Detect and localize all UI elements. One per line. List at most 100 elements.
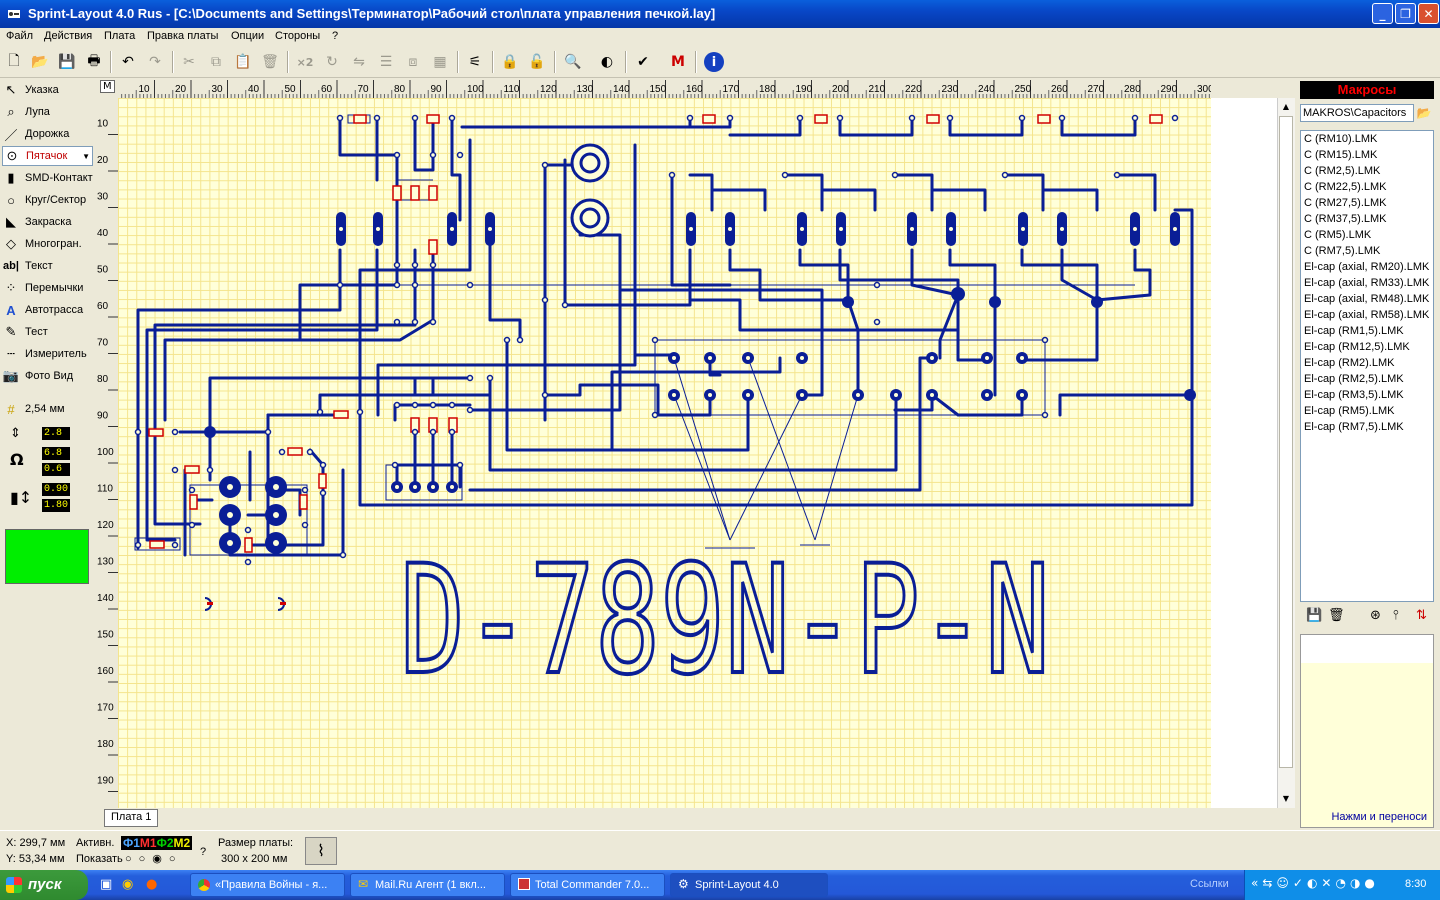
tool-polygon[interactable]: ◇Многогран. — [2, 234, 93, 254]
grid-size[interactable]: #2,54 мм — [2, 399, 93, 419]
mirror-icon[interactable]: ⇋ — [353, 54, 365, 70]
macro-list-item[interactable]: El-cap (RM7,5).LMK — [1304, 421, 1404, 433]
macro-icon[interactable]: M — [671, 54, 685, 70]
tool-test[interactable]: ✎Тест — [2, 322, 93, 342]
tool-circle[interactable]: ○Круг/Сектор — [2, 190, 93, 210]
info-icon[interactable]: i — [704, 52, 724, 72]
macro-list-item[interactable]: C (RM2,5).LMK — [1304, 165, 1381, 177]
macro-save-icon[interactable]: 💾 — [1306, 608, 1323, 623]
tool-smd[interactable]: ▮SMD-Контакт — [2, 168, 93, 188]
menu-options[interactable]: Опции — [231, 30, 265, 42]
folder-open-icon[interactable]: 📂 — [1416, 106, 1432, 120]
print-icon[interactable]: 🖶 — [87, 53, 101, 69]
contrast-icon[interactable]: ◐ — [600, 54, 614, 70]
task-total-commander[interactable]: Total Commander 7.0... — [510, 873, 665, 897]
macro-list-item[interactable]: El-cap (axial, RM58).LMK — [1304, 309, 1430, 321]
cable-icon[interactable]: ⌇ — [305, 837, 337, 865]
macro-list-item[interactable]: El-cap (RM5).LMK — [1304, 405, 1395, 417]
vertical-scrollbar[interactable]: ▲ ▼ — [1277, 98, 1295, 808]
scroll-thumb[interactable] — [1279, 116, 1293, 768]
unlock-icon[interactable]: 🔓 — [528, 54, 546, 70]
restore-button[interactable]: ❐ — [1395, 3, 1416, 24]
tool-pad[interactable]: ⊙Пятачок▼ — [2, 146, 93, 166]
tray-icons[interactable]: «⇆☺✓◐✕◔◑● — [1251, 876, 1379, 890]
macro-list-item[interactable]: C (RM5).LMK — [1304, 229, 1372, 241]
drc-icon[interactable]: ✔ — [637, 54, 649, 70]
scroll-down-icon[interactable]: ▼ — [1282, 794, 1290, 803]
open-folder-icon[interactable]: 📂 — [31, 54, 49, 70]
tool-track[interactable]: ／Дорожка — [2, 124, 93, 144]
layer-f1[interactable]: Ф1 — [123, 836, 140, 850]
tool-measure[interactable]: ┄Измеритель — [2, 344, 93, 364]
layer-selector[interactable]: Ф1М1Ф2М2 — [121, 836, 193, 850]
show-desktop-icon[interactable]: ▣ — [100, 877, 113, 892]
pad-inner-value[interactable]: 0.6 — [42, 463, 70, 476]
menu-help[interactable]: ? — [332, 30, 339, 42]
macro-list-item[interactable]: C (RM10).LMK — [1304, 133, 1378, 145]
menu-actions[interactable]: Действия — [44, 30, 93, 42]
macro-folder-select[interactable]: MAKROS\Capacitors — [1300, 104, 1414, 122]
layers-icon[interactable]: ⚟ — [468, 54, 482, 70]
macro-list-item[interactable]: C (RM22,5).LMK — [1304, 181, 1387, 193]
lock-icon[interactable]: 🔒 — [501, 54, 519, 70]
zoom-icon[interactable]: 🔍 — [564, 54, 582, 70]
new-file-icon[interactable]: 🗋 — [8, 53, 20, 69]
macro-delete-icon[interactable]: 🗑 — [1328, 608, 1345, 623]
tool-jumper[interactable]: ⁘Перемычки — [2, 278, 93, 298]
layer-visibility-radios[interactable]: ○○◉○ — [125, 853, 183, 865]
smd-width-value[interactable]: 0.90 — [42, 483, 70, 496]
layer-f2[interactable]: Ф2 — [156, 836, 174, 850]
menu-file[interactable]: Файл — [6, 30, 34, 42]
close-button[interactable]: ✕ — [1418, 3, 1439, 24]
minimize-button[interactable]: _ — [1372, 3, 1393, 24]
tool-magnifier[interactable]: ⌕Лупа — [2, 102, 93, 122]
delete-icon[interactable]: 🗑 — [261, 54, 279, 70]
save-icon[interactable]: 💾 — [58, 54, 76, 70]
macro-rotate-icon[interactable]: ⇅ — [1416, 608, 1427, 623]
macro-list-item[interactable]: El-cap (RM2).LMK — [1304, 357, 1395, 369]
align-icon[interactable]: ☰ — [379, 54, 393, 70]
macro-list-item[interactable]: El-cap (axial, RM20).LMK — [1304, 261, 1430, 273]
macro-list-item[interactable]: El-cap (RM3,5).LMK — [1304, 389, 1404, 401]
ungroup-icon[interactable]: ▦ — [433, 54, 447, 70]
quicklaunch-icon-2[interactable]: ● — [146, 877, 158, 892]
macro-list-item[interactable]: C (RM7,5).LMK — [1304, 245, 1381, 257]
rotate-icon[interactable]: ↻ — [326, 54, 338, 70]
tool-text[interactable]: ab|Текст — [3, 260, 53, 272]
color-swatch[interactable] — [5, 529, 89, 584]
cut-icon[interactable]: ✂ — [183, 54, 195, 70]
task-chrome[interactable]: «Правила Войны - я... — [190, 873, 345, 897]
smd-height-value[interactable]: 1.80 — [42, 499, 70, 512]
ruler-corner[interactable]: M — [96, 78, 118, 98]
track-width-value[interactable]: 2.8 — [42, 427, 70, 440]
macro-mirror-icon[interactable]: ⫯ — [1393, 608, 1399, 623]
macro-list-item[interactable]: C (RM15).LMK — [1304, 149, 1378, 161]
undo-icon[interactable]: ↶ — [122, 54, 134, 70]
macro-pattern-icon[interactable]: ⊛ — [1370, 608, 1381, 623]
macro-list[interactable]: C (RM10).LMK C (RM15).LMK C (RM2,5).LMK C (… — [1300, 130, 1434, 602]
scroll-up-icon[interactable]: ▲ — [1282, 102, 1290, 111]
macro-list-item[interactable]: El-cap (axial, RM33).LMK — [1304, 277, 1430, 289]
macro-list-item[interactable]: El-cap (RM12,5).LMK — [1304, 341, 1410, 353]
task-mailru[interactable]: Mail.Ru Агент (1 вкл... — [350, 873, 505, 897]
help-mark[interactable]: ? — [200, 846, 207, 858]
macro-list-item[interactable]: El-cap (RM2,5).LMK — [1304, 373, 1404, 385]
macro-list-item[interactable]: El-cap (axial, RM48).LMK — [1304, 293, 1430, 305]
group-icon[interactable]: ⧈ — [408, 54, 418, 70]
tab-board-1[interactable]: Плата 1 — [104, 809, 159, 827]
pad-dropdown-icon[interactable]: ▼ — [82, 151, 90, 161]
tool-pointer[interactable]: ↖Указка — [2, 80, 93, 100]
macro-list-item[interactable]: C (RM37,5).LMK — [1304, 213, 1387, 225]
tool-photo[interactable]: 📷Фото Вид — [2, 368, 74, 383]
pad-outer-value[interactable]: 6.8 — [42, 447, 70, 460]
macro-list-item[interactable]: C (RM27,5).LMK — [1304, 197, 1387, 209]
layer-m2[interactable]: М2 — [173, 836, 191, 850]
menu-board[interactable]: Плата — [104, 30, 136, 42]
macro-list-item[interactable]: El-cap (RM1,5).LMK — [1304, 325, 1404, 337]
menu-edit-board[interactable]: Правка платы — [147, 30, 219, 42]
links-label[interactable]: Ссылки — [1190, 878, 1229, 890]
task-sprint-layout[interactable]: Sprint-Layout 4.0 — [670, 873, 828, 897]
tool-fill[interactable]: ◣Закраска — [2, 212, 93, 232]
menu-sides[interactable]: Стороны — [275, 30, 321, 42]
